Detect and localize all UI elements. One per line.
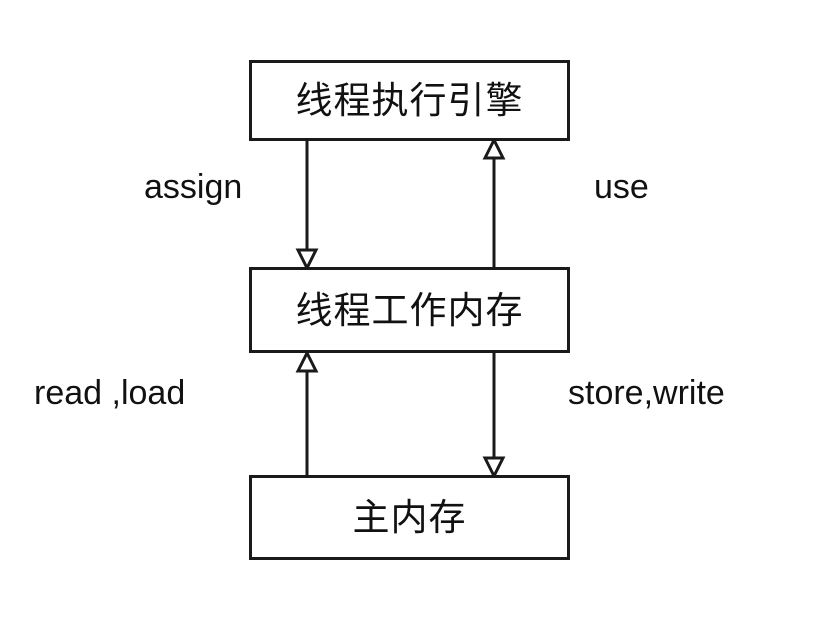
edge-assign-arrow — [295, 141, 319, 272]
edge-label-use: use — [594, 168, 649, 206]
edge-store-write-arrow — [482, 353, 506, 480]
edge-label-assign: assign — [144, 168, 243, 206]
node-thread-working-memory: 线程工作内存 — [249, 267, 570, 353]
node-thread-execution-engine: 线程执行引擎 — [249, 60, 570, 141]
edge-label-read-load: read ,load — [34, 374, 186, 412]
edge-label-store-write: store,write — [568, 374, 725, 412]
node-label-thread-execution-engine: 线程执行引擎 — [295, 80, 524, 121]
node-main-memory: 主内存 — [249, 475, 570, 560]
node-label-main-memory: 主内存 — [352, 497, 467, 538]
edge-read-load-arrow — [295, 349, 319, 475]
edge-use-arrow — [482, 136, 506, 267]
node-label-thread-working-memory: 线程工作内存 — [295, 289, 524, 331]
